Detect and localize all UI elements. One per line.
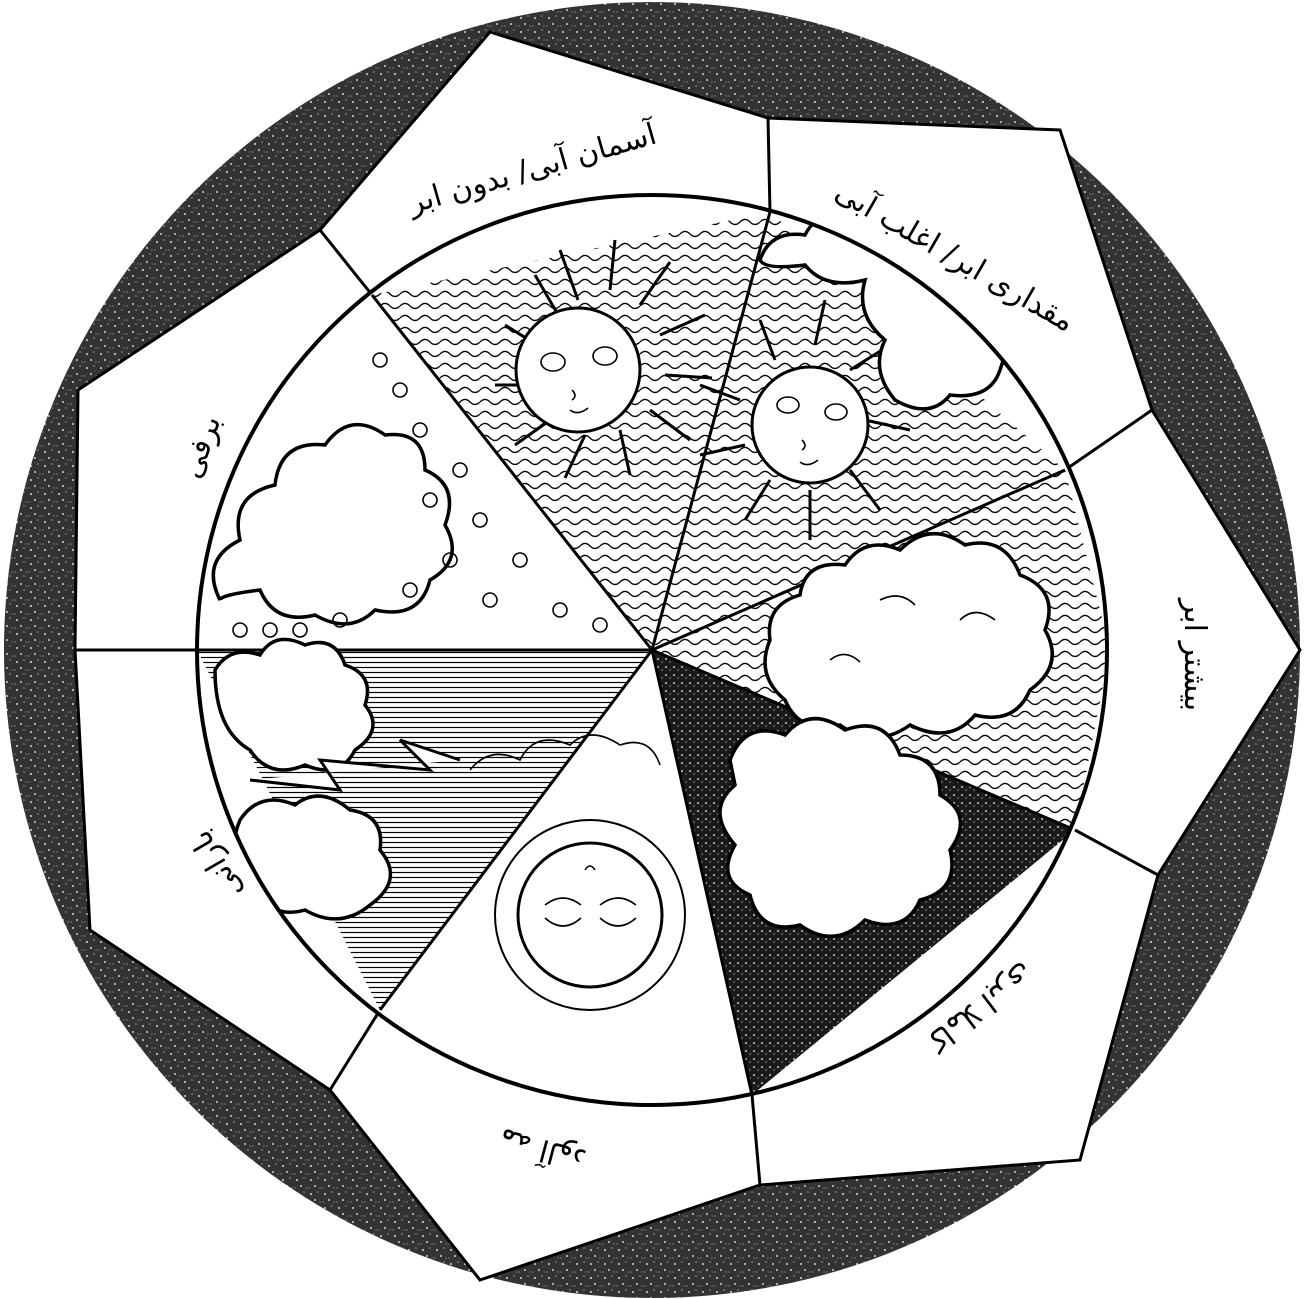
label-mostly-cloudy: بیشتر ابر [1177,597,1212,712]
